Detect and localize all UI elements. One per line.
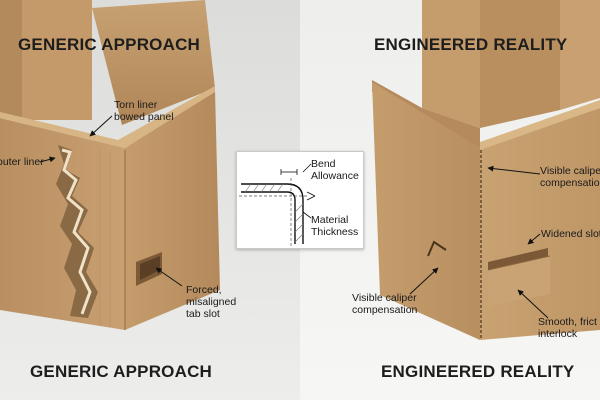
material-thickness-label: Material Thickness: [311, 214, 358, 238]
score-mark: [427, 240, 447, 257]
right-box-front-face: [372, 82, 480, 340]
material-label-line2: Thickness: [311, 226, 359, 238]
torn-liner-area: [56, 145, 98, 318]
generic-approach-heading-bottom: GENERIC APPROACH: [30, 362, 213, 381]
torn-liner-label-line2: bowed panel: [114, 111, 174, 123]
smooth-label-line2: interlock: [538, 328, 578, 340]
generic-approach-heading-top: GENERIC APPROACH: [18, 35, 201, 54]
bend-label-line1: Bend: [311, 158, 336, 170]
forced-label-line1: Forced,: [186, 284, 222, 296]
left-box-inner-wall: [92, 0, 215, 125]
bend-allowance-diagram: [239, 163, 316, 246]
material-label-line1: Material: [311, 214, 349, 226]
forced-label-line2: misaligned: [186, 296, 237, 308]
annotation-arrow-icon: [39, 115, 549, 319]
caliper-top-line1: Visible calipe: [540, 165, 600, 177]
outer-liner-label: outer liner: [0, 156, 44, 168]
engineered-reality-heading-top: ENGINEERED REALITY: [374, 35, 568, 54]
caliper-compensation-bottom-label: Visible caliper compensation: [352, 292, 417, 316]
right-box-back-flap: [422, 0, 480, 128]
forced-label-line3: tab slot: [186, 308, 220, 320]
bend-label-line2: Allowance: [311, 170, 359, 182]
left-box-back-flap: [22, 0, 92, 120]
bend-allowance-label: Bend Allowance: [311, 158, 359, 182]
smooth-label-line1: Smooth, frict: [538, 316, 597, 328]
engineered-reality-heading-bottom: ENGINEERED REALITY: [381, 362, 575, 381]
smooth-interlock-tab: [488, 256, 550, 306]
caliper-bottom-line1: Visible caliper: [352, 292, 417, 304]
caliper-top-line2: compensation: [540, 177, 600, 189]
forced-tab-slot-label: Forced, misaligned tab slot: [186, 284, 236, 320]
torn-liner-label-line1: Torn liner: [114, 99, 158, 111]
bend-allowance-inset: Bend Allowance Material Thickness: [236, 151, 364, 249]
generic-box: [0, 0, 220, 330]
torn-liner-label: Torn liner bowed panel: [114, 99, 174, 123]
smooth-interlock-label: Smooth, frict interlock: [538, 316, 597, 340]
caliper-compensation-top-label: Visible calipe compensation: [540, 165, 600, 189]
caliper-bottom-line2: compensation: [352, 304, 418, 316]
engineered-box: [372, 0, 600, 340]
widened-slot-label: Widened slot: [541, 228, 600, 240]
